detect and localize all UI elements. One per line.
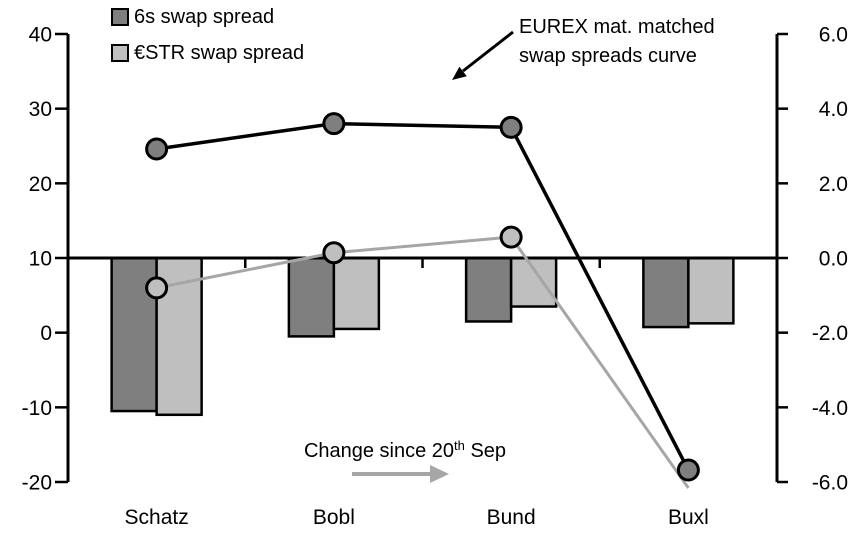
legend-label-6s: 6s swap spread [134,5,275,28]
bar-estr-bund [509,256,558,308]
curve-annotation-line1: EUREX mat. matched [519,16,715,38]
bar-6s-bund [464,256,513,323]
marker-6s-schatz [145,137,169,161]
legend-item-6s: 6s swap spread [111,4,304,30]
curve-annotation-line2: swap spreads curve [519,45,697,67]
left-axis-label: -10 [22,397,52,420]
x-axis-label-schatz: Schatz [125,506,189,529]
right-axis-label: -6.0 [812,472,848,495]
marker-estr-schatz [145,276,169,300]
curve-annotation-arrowhead-icon [452,66,467,80]
marker-6s-bobl [322,112,346,136]
marker-6s-buxl [676,458,700,482]
bar-estr-buxl [687,256,735,325]
marker-estr-bund [499,225,523,249]
change-annotation-text: Change since 20 [303,440,455,462]
left-axis-label: 20 [29,173,52,196]
right-axis-label: 4.0 [819,98,848,121]
change-annotation: Change since 20th Sep [260,438,550,463]
change-annotation-suffix: Sep [464,440,507,462]
right-axis-label: -2.0 [812,322,848,345]
line-6s-curve [156,121,690,471]
right-axis-label: 0.0 [819,248,848,271]
bar-6s-bobl [287,256,336,338]
marker-6s-bund [499,115,523,139]
legend-swatch-6s-icon [111,8,129,26]
right-axis-label: -4.0 [812,397,848,420]
right-axis-label: 6.0 [819,24,848,47]
left-axis-label: 10 [29,248,52,271]
legend: 6s swap spread €STR swap spread [111,4,304,76]
legend-label-estr: €STR swap spread [134,41,305,64]
legend-swatch-estr-icon [111,44,129,62]
x-axis-label-bobl: Bobl [313,506,355,529]
bar-6s-buxl [642,256,690,329]
legend-item-estr: €STR swap spread [111,40,304,66]
marker-estr-bobl [322,241,346,265]
left-axis-label: 0 [40,322,52,345]
curve-annotation: EUREX mat. matched swap spreads curve [519,13,715,71]
line-estr-curve [156,235,690,489]
left-axis-label: -20 [22,472,52,495]
change-annotation-superscript: th [454,438,465,453]
x-axis-label-bund: Bund [487,506,536,529]
x-axis-label-buxl: Buxl [668,506,709,529]
left-axis-label: 30 [29,98,52,121]
bar-estr-bobl [332,256,381,331]
change-arrowhead-icon [430,465,449,483]
curve-annotation-arrow [462,30,514,73]
right-axis-label: 2.0 [819,173,848,196]
left-axis-label: 40 [29,24,52,47]
